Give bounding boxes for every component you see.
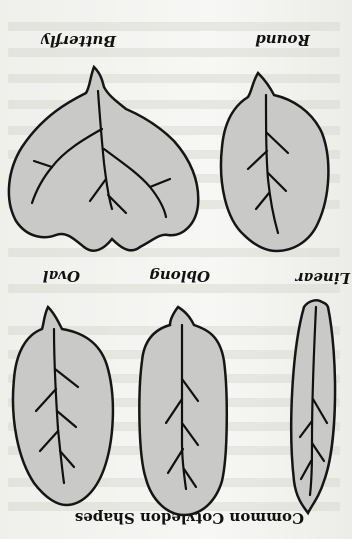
oval-cotyledon [13, 307, 113, 505]
linear-cotyledon [291, 300, 335, 513]
round-cotyledon [221, 73, 328, 251]
butterfly-cotyledon [9, 67, 198, 251]
oblong-cotyledon [139, 307, 226, 515]
